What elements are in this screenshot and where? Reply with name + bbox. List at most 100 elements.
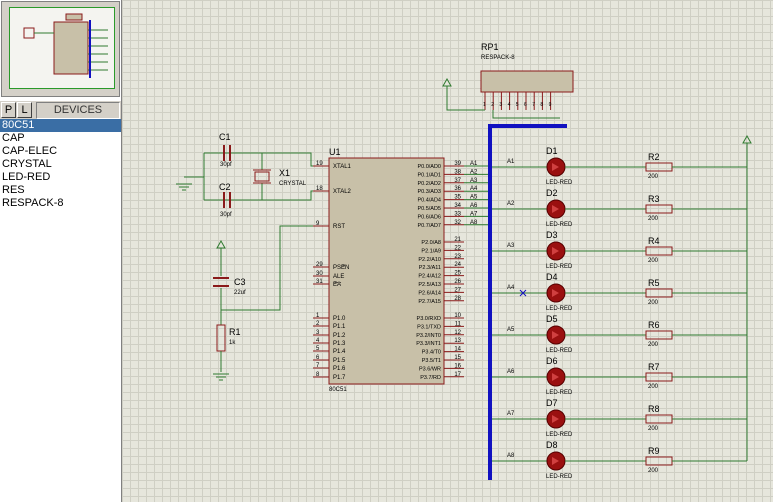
res-r9 xyxy=(645,456,673,466)
u1-pin-num: 37 xyxy=(454,178,461,184)
res-r2 xyxy=(645,162,673,172)
wire-rp1-common xyxy=(446,86,485,111)
u1-pin-num: 22 xyxy=(454,245,461,251)
bus-label-chip: A4 xyxy=(470,186,478,192)
rp1-pin-num: 5 xyxy=(516,102,519,108)
led-ref: D5 xyxy=(546,314,558,324)
device-item-cap[interactable]: CAP xyxy=(2,132,25,144)
led-type: LED-RED xyxy=(546,222,573,228)
res-value: 200 xyxy=(648,426,659,432)
device-item-crystal[interactable]: CRYSTAL xyxy=(2,158,52,170)
u1-pin-num: 33 xyxy=(454,211,461,217)
u1-pin-name: P0.1/AD1 xyxy=(417,172,441,178)
u1-pin-name: P0.5/AD5 xyxy=(417,206,441,212)
u1-pin-name: P2.3/A11 xyxy=(419,265,441,271)
rp1-pin-num: 9 xyxy=(549,102,552,108)
led-d7-diode xyxy=(552,415,559,423)
bus-label-led: A3 xyxy=(507,243,515,249)
led-d8-diode xyxy=(552,457,559,465)
led-type: LED-RED xyxy=(546,306,573,312)
u1-pin-num: 13 xyxy=(454,338,461,344)
bus-label-chip: A6 xyxy=(470,203,478,209)
rp1-pin-num: 8 xyxy=(540,102,543,108)
device-item-led-red[interactable]: LED-RED xyxy=(2,171,51,183)
res-ref: R9 xyxy=(648,446,660,456)
u1-pin-num: 8 xyxy=(316,372,320,378)
address-bus xyxy=(488,124,567,480)
u1-pin-name: XTAL2 xyxy=(333,189,352,195)
probe-marker xyxy=(519,289,527,297)
u1-pin-num: 25 xyxy=(454,271,461,277)
res-ref: R7 xyxy=(648,362,660,372)
res-value: 200 xyxy=(648,258,659,264)
u1-pin-num: 29 xyxy=(316,262,323,268)
rp1-body xyxy=(480,70,574,93)
rp1-pin-num: 3 xyxy=(499,102,502,108)
bus-label-led: A7 xyxy=(507,411,515,417)
res-value: 200 xyxy=(648,468,659,474)
x1-ref: X1 xyxy=(279,168,290,178)
u1-pin-name: P2.7/A15 xyxy=(418,299,441,305)
u1-pin-name: P3.3/INT1 xyxy=(416,341,441,347)
led-type: LED-RED xyxy=(546,432,573,438)
u1-body xyxy=(328,157,445,385)
bus-label-led: A4 xyxy=(507,285,515,291)
led-type: LED-RED xyxy=(546,348,573,354)
led-ref: D2 xyxy=(546,188,558,198)
device-item-80c51[interactable]: 80C51 xyxy=(0,119,121,132)
u1-pin-name: P3.0/RXD xyxy=(417,316,441,322)
bus-label-led: A2 xyxy=(507,201,515,207)
led-ref: D4 xyxy=(546,272,558,282)
bus-label-chip: A7 xyxy=(470,211,478,217)
wire-xtal1 xyxy=(204,152,313,167)
u1-pin-name: P3.5/T1 xyxy=(422,358,441,364)
u1-pin-name: P0.7/AD7 xyxy=(417,223,441,229)
u1-pin-name: P2.0/A8 xyxy=(421,240,441,246)
library-manager-button[interactable]: L xyxy=(17,102,32,118)
bus-label-chip: A5 xyxy=(470,195,478,201)
res-r5 xyxy=(645,288,673,298)
led-type: LED-RED xyxy=(546,474,573,480)
u1-pin-name: ALE xyxy=(333,274,344,280)
u1-pin-name: RST xyxy=(333,224,345,230)
devices-label: DEVICES xyxy=(36,102,120,119)
u1-pin-num: 31 xyxy=(316,279,323,285)
led-d6-diode xyxy=(552,373,559,381)
pick-devices-button[interactable]: P xyxy=(1,102,16,118)
led-d1-diode xyxy=(552,163,559,171)
device-item-res[interactable]: RES xyxy=(2,184,25,196)
overview-window[interactable] xyxy=(1,1,120,97)
device-picker-header: P L DEVICES xyxy=(0,100,121,120)
u1-pin-name: P3.2/INT0 xyxy=(416,333,441,339)
u1-pin-num: 14 xyxy=(454,347,461,353)
bus-label-led: A1 xyxy=(507,159,515,165)
u1-pin-num: 18 xyxy=(316,186,323,192)
u1-pin-name: P3.4/T0 xyxy=(422,350,441,356)
u1-pin-num: 17 xyxy=(454,372,461,378)
device-item-respack-8[interactable]: RESPACK-8 xyxy=(2,197,64,209)
bus-label-led: A5 xyxy=(507,327,515,333)
bus-label-chip: A8 xyxy=(470,220,478,226)
led-d5-diode xyxy=(552,331,559,339)
wire-rp1-bus xyxy=(492,110,560,119)
led-ref: D6 xyxy=(546,356,558,366)
u1-pin-name: P1.3 xyxy=(333,341,346,347)
u1-pin-num: 36 xyxy=(454,186,461,192)
c2-ref: C2 xyxy=(219,182,231,192)
led-d2-diode xyxy=(552,205,559,213)
u1-pin-name: P3.1/TXD xyxy=(417,324,441,330)
u1-type: 80C51 xyxy=(329,387,347,393)
device-item-cap-elec[interactable]: CAP-ELEC xyxy=(2,145,58,157)
u1-pin-name: P1.5 xyxy=(333,358,346,364)
res-r8 xyxy=(645,414,673,424)
rp1-pin-num: 4 xyxy=(508,102,511,108)
u1-pin-num: 19 xyxy=(316,161,323,167)
u1-pin-name: P1.7 xyxy=(333,375,346,381)
u1-pin-num: 32 xyxy=(454,220,461,226)
power-rp1 xyxy=(442,77,452,87)
bus-label-led: A6 xyxy=(507,369,515,375)
led-type: LED-RED xyxy=(546,180,573,186)
